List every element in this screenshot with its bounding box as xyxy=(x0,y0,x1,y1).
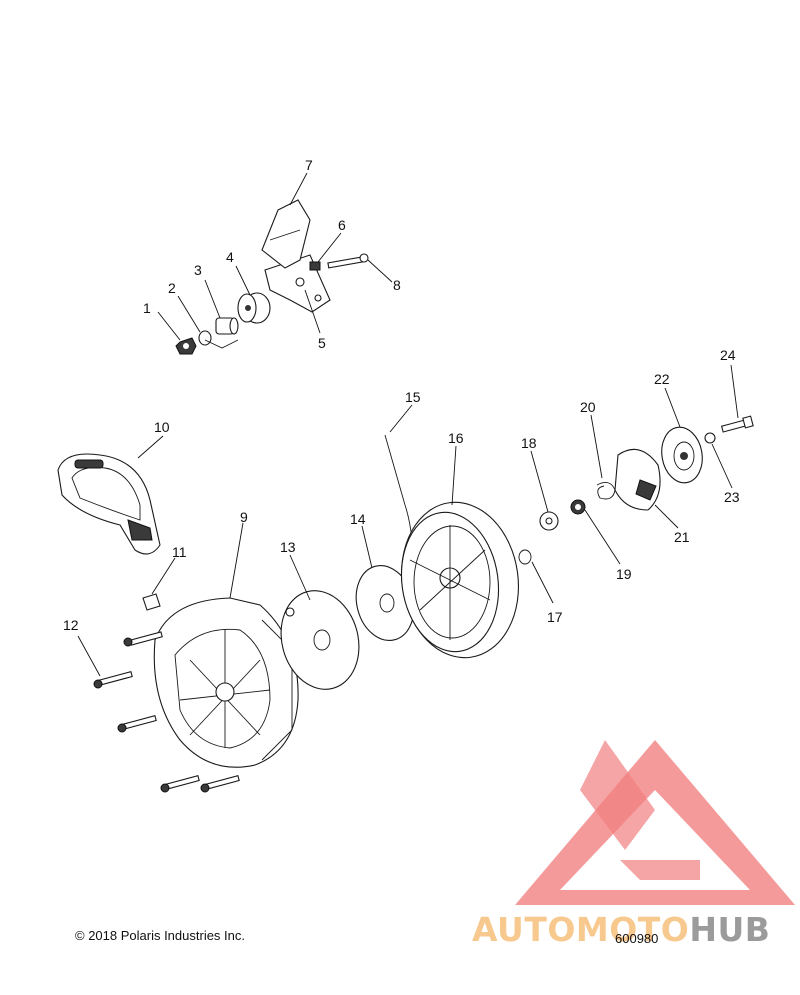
callout-11: 11 xyxy=(172,544,187,560)
watermark-brand: AUTOMOTOHUB xyxy=(472,910,770,949)
callout-12: 12 xyxy=(63,617,79,633)
part-nut xyxy=(175,337,197,355)
part-pawl-housing xyxy=(614,448,661,511)
callout-19: 19 xyxy=(616,566,632,582)
callout-4: 4 xyxy=(226,249,234,265)
watermark-brand-part1: AUTOMOTO xyxy=(472,910,690,949)
callout-14: 14 xyxy=(350,511,366,527)
callout-7: 7 xyxy=(305,157,313,173)
part-washer-large xyxy=(539,511,559,531)
callout-13: 13 xyxy=(280,539,296,555)
part-clip xyxy=(518,549,532,565)
callout-1: 1 xyxy=(143,300,151,316)
callout-22: 22 xyxy=(654,371,670,387)
part-washer xyxy=(198,330,239,349)
callout-21: 21 xyxy=(674,529,690,545)
callout-16: 16 xyxy=(448,430,464,446)
callout-23: 23 xyxy=(724,489,740,505)
part-housing xyxy=(153,597,299,768)
callout-8: 8 xyxy=(393,277,401,293)
callout-10: 10 xyxy=(154,419,170,435)
part-bushing xyxy=(215,317,239,335)
part-handle xyxy=(57,453,161,555)
part-cover-disc xyxy=(661,426,703,484)
callout-18: 18 xyxy=(521,435,537,451)
callout-5: 5 xyxy=(318,335,326,351)
part-reel xyxy=(400,501,520,659)
part-bolts xyxy=(93,631,240,793)
part-washer-small xyxy=(704,432,716,444)
part-insert xyxy=(142,593,161,611)
callout-leaders xyxy=(77,172,739,677)
part-bolt xyxy=(720,415,754,433)
part-pin xyxy=(327,253,369,269)
watermark-brand-part2: HUB xyxy=(689,910,771,949)
callout-6: 6 xyxy=(338,217,346,233)
callout-17: 17 xyxy=(547,609,563,625)
callout-9: 9 xyxy=(240,509,248,525)
part-guide-bracket xyxy=(261,199,311,269)
part-roller xyxy=(237,292,271,324)
part-spacer-nut xyxy=(570,499,586,515)
part-gasket xyxy=(280,590,360,690)
part-spring xyxy=(596,481,616,500)
watermark-logo xyxy=(515,740,795,905)
callout-24: 24 xyxy=(720,347,736,363)
callout-3: 3 xyxy=(194,262,202,278)
callout-15: 15 xyxy=(405,389,421,405)
callout-2: 2 xyxy=(168,280,176,296)
callout-labels: 1 2 3 4 5 6 7 8 9 10 11 12 13 14 15 16 1… xyxy=(63,157,740,633)
part-screw-small xyxy=(309,261,321,271)
part-spring-plate xyxy=(355,565,415,641)
callout-20: 20 xyxy=(580,399,596,415)
copyright-notice: © 2018 Polaris Industries Inc. xyxy=(75,928,245,943)
drawing-number: 600980 xyxy=(615,931,659,946)
part-rope xyxy=(384,434,413,541)
